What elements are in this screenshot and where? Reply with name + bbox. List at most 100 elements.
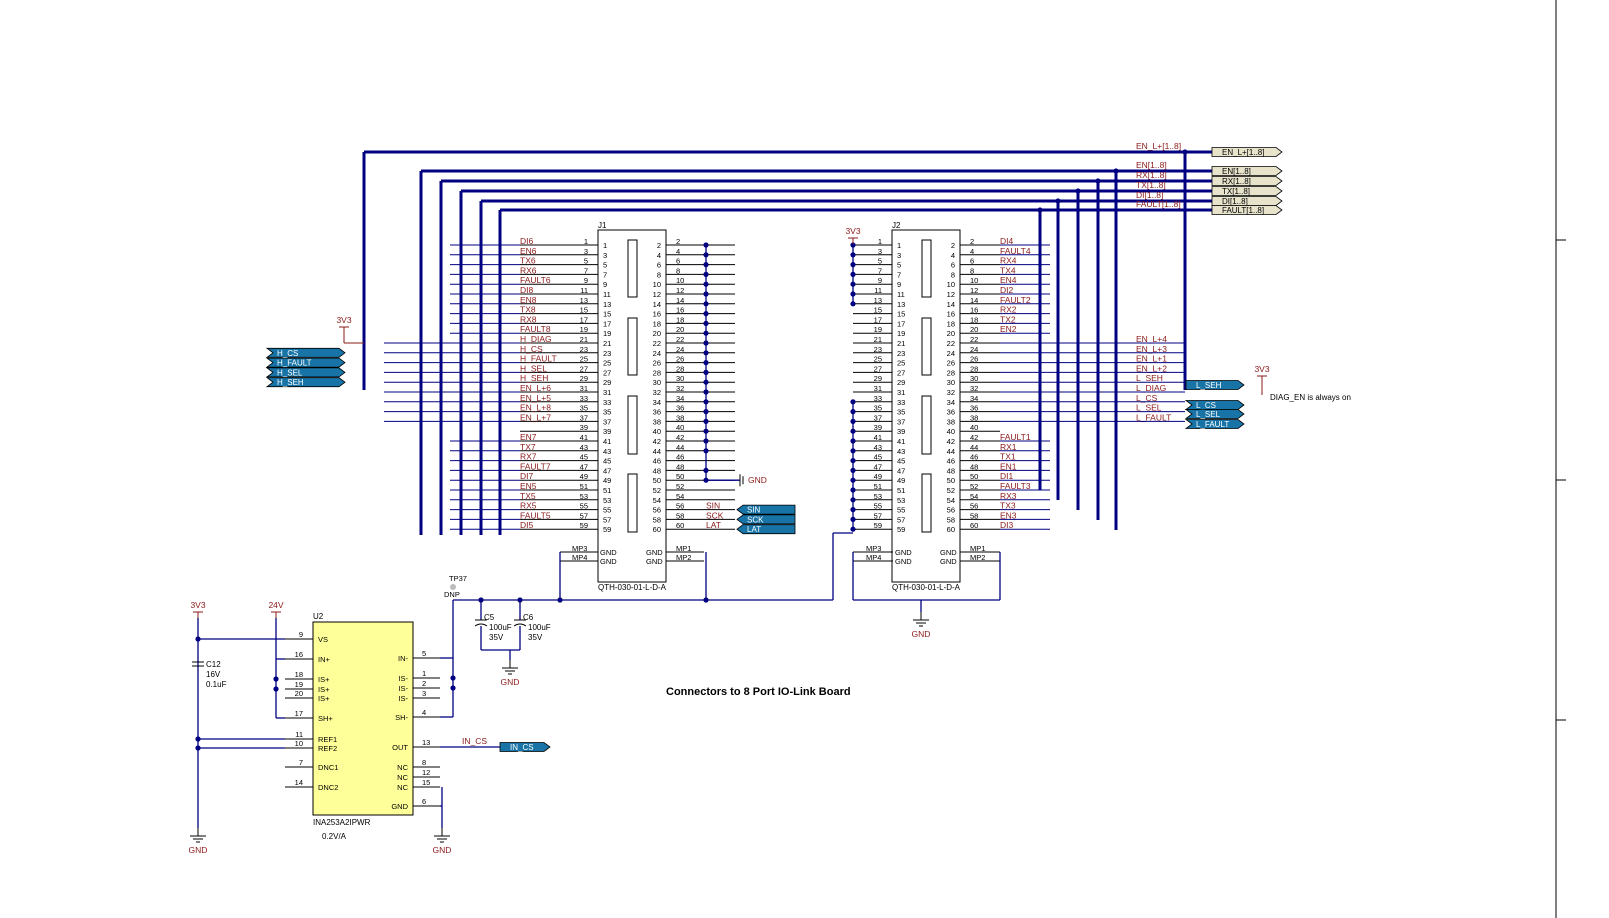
j2-pin-name: 33 <box>897 398 905 407</box>
j2-net-label: EN1 <box>1000 461 1017 471</box>
j1-pin-name: 56 <box>653 506 661 515</box>
j1-pin-num: 45 <box>580 453 588 462</box>
u2-pin-num: 15 <box>422 778 430 787</box>
j1-pin-num: 60 <box>676 521 684 530</box>
j1-pin-name: 48 <box>653 466 661 475</box>
j1-net-label: EN_L+6 <box>520 383 551 393</box>
j2-net-label: FAULT4 <box>1000 246 1031 256</box>
j1-pin-name: 34 <box>653 398 661 407</box>
j1-net-label: LAT <box>706 520 721 530</box>
j1-pin-name: 42 <box>653 437 661 446</box>
j2-pin-num: 2 <box>970 237 974 246</box>
bus-label-0: EN_L+[1..8] <box>1136 141 1181 151</box>
j1-pin-name: 43 <box>603 447 611 456</box>
u2-pin-num: 18 <box>295 670 303 679</box>
j1-pin-num: 37 <box>580 413 588 422</box>
j1-body <box>597 229 667 583</box>
j1-net-label: RX8 <box>520 314 537 324</box>
j2-pin-num: 44 <box>970 443 978 452</box>
j1-pin-num: 49 <box>580 472 588 481</box>
j2-net-label: DI1 <box>1000 471 1014 481</box>
h-port-H_SEH-label: H_SEH <box>277 378 304 387</box>
j1-pin-num: 6 <box>676 257 680 266</box>
j2-net-label: RX2 <box>1000 305 1017 315</box>
j1-pin-num: 23 <box>580 345 588 354</box>
j1-net-label: FAULT5 <box>520 510 551 520</box>
j1-net-label: DI8 <box>520 285 534 295</box>
j1-pin-num: 58 <box>676 511 684 520</box>
j2-mp-label: MP2 <box>970 553 985 562</box>
u2-24v: 24V <box>268 600 283 610</box>
j1-pin-name: 52 <box>653 486 661 495</box>
j2-pin-num: 7 <box>878 266 882 275</box>
j2-mp-gnd: GND <box>940 548 957 557</box>
cap-gnd: GND <box>501 677 520 687</box>
j2-pin-name: 58 <box>947 515 955 524</box>
j1-pin-num: 47 <box>580 462 588 471</box>
j1-pin-name: 36 <box>653 408 661 417</box>
j2-pin-num: 20 <box>970 325 978 334</box>
j2-pin-slot <box>921 473 932 533</box>
j1-mp-label: MP2 <box>676 553 691 562</box>
j2-pin-name: 12 <box>947 290 955 299</box>
j1-pin-num: 42 <box>676 433 684 442</box>
j1-mp-gnd: GND <box>600 548 617 557</box>
j1-pin-num: 44 <box>676 443 684 452</box>
j1-net-label: EN_L+5 <box>520 393 551 403</box>
j1-pin-num: 10 <box>676 276 684 285</box>
j2-pin-name: 38 <box>947 417 955 426</box>
j2-pin-num: 33 <box>874 394 882 403</box>
u2-pin-num: 13 <box>422 738 430 747</box>
j2-net-label: EN4 <box>1000 275 1017 285</box>
j1-pin-name: 45 <box>603 457 611 466</box>
j2-pin-num: 45 <box>874 453 882 462</box>
j1-pin-num: 25 <box>580 355 588 364</box>
j1-pin-name: 58 <box>653 515 661 524</box>
misc-wiring: 3V3H_CSH_FAULTH_SELH_SEHTP37DNPC5100uF35… <box>265 315 853 687</box>
u2-pin-name: IS- <box>398 674 408 683</box>
j2-net-label: DI3 <box>1000 520 1014 530</box>
c12-voltage: 16V <box>206 670 221 679</box>
h-port-H_FAULT-label: H_FAULT <box>277 359 312 368</box>
j1-pin-num: 59 <box>580 521 588 530</box>
bus-port-1 <box>1211 166 1283 176</box>
u2-pin-num: 2 <box>422 679 426 688</box>
j1-pin-name: 50 <box>653 476 661 485</box>
j1-net-label: FAULT6 <box>520 275 551 285</box>
j2-body <box>891 229 961 583</box>
j2-pin-name: 40 <box>947 427 955 436</box>
u2-pin-name: IN+ <box>318 655 331 664</box>
j2-net-label: EN_L+3 <box>1136 344 1167 354</box>
j2-pin-num: 56 <box>970 502 978 511</box>
j1-pin-name: 5 <box>603 261 607 270</box>
j1-pin-name: 23 <box>603 349 611 358</box>
j1-net-label: RX5 <box>520 501 537 511</box>
u2-pin-name: IS+ <box>318 675 330 684</box>
j1-net-label: H_FAULT <box>520 354 557 364</box>
j2-pin-name: 46 <box>947 457 955 466</box>
j1-pin-name: 54 <box>653 496 661 505</box>
bus-label-2: RX[1..8] <box>1136 170 1167 180</box>
j1-net-label: EN5 <box>520 481 537 491</box>
j2-net-label: EN2 <box>1000 324 1017 334</box>
j1-pin-name: 46 <box>653 457 661 466</box>
j1-net-label: TX7 <box>520 442 536 452</box>
j2-mp-label: MP3 <box>866 544 881 553</box>
j1-net-label: EN_L+8 <box>520 403 551 413</box>
j2-pin-name: 31 <box>897 388 905 397</box>
j2-pin-num: 58 <box>970 511 978 520</box>
j1-pin-name: 28 <box>653 368 661 377</box>
j2-pin-num: 16 <box>970 306 978 315</box>
j2-pin-name: 16 <box>947 310 955 319</box>
j1-pin-num: 54 <box>676 492 684 501</box>
u2-pin-num: 11 <box>295 730 303 739</box>
j2-pin-name: 48 <box>947 466 955 475</box>
cap-plate-curved <box>474 623 488 627</box>
j2-pin-name: 20 <box>947 329 955 338</box>
u2-pin-num: 20 <box>295 689 303 698</box>
j1-mp-label: MP4 <box>572 553 587 562</box>
j1-pin-slot <box>627 395 638 455</box>
j2-pin-name: 14 <box>947 300 955 309</box>
j1-pin-num: 40 <box>676 423 684 432</box>
j1-pin-name: 27 <box>603 368 611 377</box>
